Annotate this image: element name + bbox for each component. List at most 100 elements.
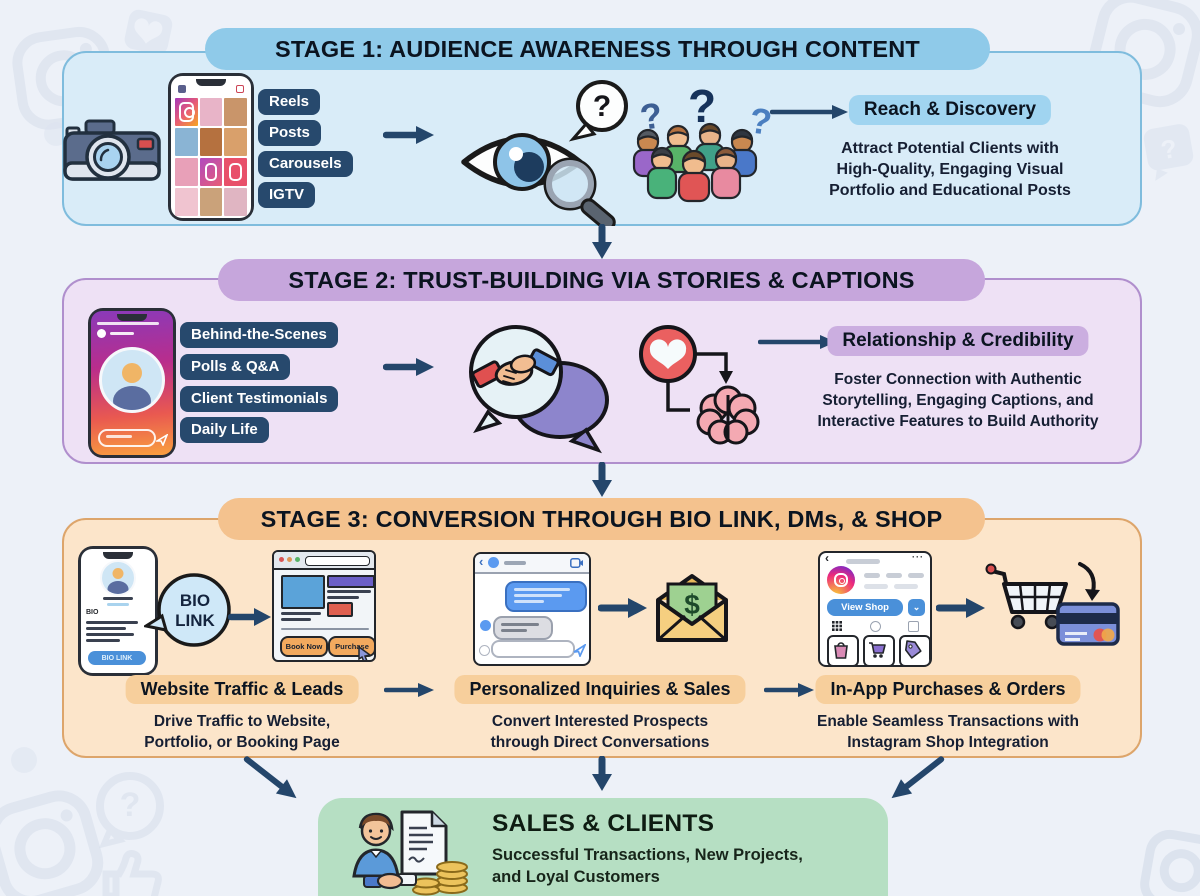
photo-tile — [199, 188, 223, 216]
website-browser: Book Now Purchase — [272, 550, 376, 662]
grid-tab-icon — [832, 621, 842, 631]
col3-desc-line: Instagram Shop Integration — [847, 734, 1049, 751]
bio-avatar — [100, 560, 136, 596]
arrow-right-icon — [764, 683, 814, 697]
arrow-right-icon — [384, 683, 434, 697]
content-tag-dailylife: Daily Life — [180, 417, 269, 443]
username-line — [846, 559, 880, 564]
avatar-body — [113, 386, 151, 410]
view-shop-button: View Shop — [827, 599, 903, 616]
photo-tile — [175, 158, 198, 186]
bio-link-button: BIO LINK — [88, 651, 146, 665]
stage2-outcome-pill: Relationship & Credibility — [827, 326, 1089, 356]
col3-desc-line: Enable Seamless Transactions with — [817, 713, 1079, 730]
col3-title-pill: In-App Purchases & Orders — [815, 675, 1081, 704]
more-options-icon: ··· — [912, 552, 924, 562]
content-tag-reels: Reels — [258, 89, 321, 115]
stage1-feed-phone — [168, 73, 254, 221]
question-glyph: ? — [1158, 133, 1179, 165]
bio-screen: BIO BIO LINK — [81, 549, 155, 673]
video-call-icon — [570, 558, 583, 568]
story-username-line — [110, 332, 134, 335]
product-tile-cart — [863, 635, 895, 665]
arrow-down-icon — [592, 462, 612, 497]
stage1-outcome-line: High-Quality, Engaging Visual — [836, 161, 1064, 178]
stage2-story-phone — [88, 308, 176, 458]
cursor-icon — [358, 646, 372, 660]
send-icon — [156, 434, 168, 446]
igtv-icon — [236, 85, 244, 93]
final-title: SALES & CLIENTS — [492, 810, 715, 837]
hero-image-block — [281, 575, 325, 609]
final-desc-line: Successful Transactions, New Projects, — [492, 846, 803, 864]
chat-header: ‹ — [475, 554, 589, 574]
cta-block — [327, 602, 353, 617]
browser-dot — [279, 557, 284, 562]
instagram-logo-tile — [199, 158, 223, 186]
col1-title-pill: Website Traffic & Leads — [125, 675, 359, 704]
sent-message-bubble — [505, 581, 587, 612]
story-reply-field — [98, 429, 156, 447]
arrow-right-icon — [383, 126, 434, 144]
heart-badge-decor — [124, 9, 173, 55]
photo-tile — [175, 188, 198, 216]
story-screen — [91, 311, 173, 455]
content-tag-carousels: Carousels — [258, 151, 353, 177]
stage3-title: STAGE 3: CONVERSION THROUGH BIO LINK, DM… — [260, 505, 943, 532]
photo-tile — [175, 128, 198, 156]
product-tile-tag — [899, 635, 930, 665]
arrow-diagonal-icon — [243, 756, 297, 799]
money-envelope-icon: $ — [656, 574, 728, 642]
col1-desc-line: Portfolio, or Booking Page — [144, 734, 340, 751]
nav-bar-block — [327, 575, 374, 588]
stage2-outcome-line: Foster Connection with Authentic — [834, 371, 1082, 388]
chat-avatar — [488, 557, 499, 568]
stage1-header: STAGE 1: AUDIENCE AWARENESS THROUGH CONT… — [205, 28, 990, 70]
heart-to-brain-icon — [639, 325, 760, 445]
question-badge-decor-right: ? — [1143, 124, 1194, 182]
col1-desc-line: Drive Traffic to Website, — [153, 713, 331, 730]
received-message-bubble — [493, 616, 553, 640]
audience-group-icon: ? ? ? — [632, 84, 774, 203]
address-bar — [305, 556, 370, 566]
arrow-down-icon — [592, 224, 612, 259]
back-chevron-icon: ‹ — [479, 554, 484, 569]
message-input-field — [491, 640, 575, 658]
story-avatar-dot — [97, 329, 106, 338]
arrow-down-icon — [592, 756, 612, 791]
browser-toolbar — [274, 552, 374, 570]
sales-clients-icon — [352, 810, 468, 896]
stat-line — [864, 573, 880, 578]
stage2-title: STAGE 2: TRUST-BUILDING VIA STORIES & CA… — [288, 266, 915, 293]
arrow-right-icon — [936, 598, 985, 618]
chat-avatar-small — [480, 620, 491, 631]
story-avatar — [99, 347, 165, 413]
tag-tab-icon — [908, 621, 919, 632]
story-progress-bar — [97, 322, 159, 325]
arrow-right-icon — [228, 608, 271, 626]
dm-chat-window: ‹ — [473, 552, 591, 666]
bio-label: BIO — [86, 609, 99, 616]
stat-line — [908, 573, 924, 578]
arrow-right-icon — [598, 598, 647, 618]
back-chevron-icon: ‹ — [825, 551, 829, 565]
photo-tile — [224, 188, 247, 216]
stage3-header: STAGE 3: CONVERSION THROUGH BIO LINK, DM… — [218, 498, 985, 540]
content-tag-igtv: IGTV — [258, 182, 316, 208]
bio-link-bubble: BIO LINK — [144, 573, 231, 647]
question-bubble-thumb-decor: ? — [96, 772, 164, 896]
stage1-outcome-line: Attract Potential Clients with — [841, 140, 1059, 157]
photo-tile — [224, 128, 247, 156]
photo-tile — [199, 128, 223, 156]
content-tag-posts: Posts — [258, 120, 321, 146]
phone-notch — [103, 552, 133, 559]
instagram-outline-decor-bottom-right — [1140, 829, 1200, 896]
handshake-bubbles-icon — [469, 325, 609, 454]
col2-desc-line: through Direct Conversations — [490, 734, 710, 751]
feed-screen — [171, 76, 251, 218]
stage2-outcome-line: Interactive Features to Build Authority — [817, 413, 1099, 430]
final-desc-line: and Loyal Customers — [492, 868, 660, 886]
stage1-title: STAGE 1: AUDIENCE AWARENESS THROUGH CONT… — [275, 35, 920, 62]
stage3-bio-phone: BIO BIO LINK — [78, 546, 158, 676]
